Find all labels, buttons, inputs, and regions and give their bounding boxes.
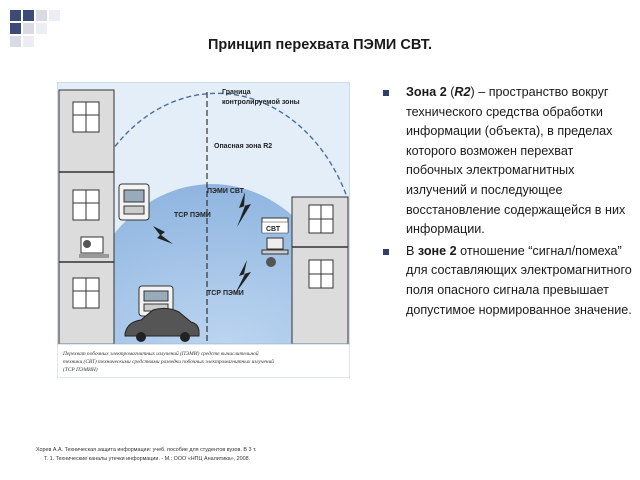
interception-diagram: Граница контролируемой зоны Опасная зона… xyxy=(57,82,350,378)
bullet-square-icon xyxy=(383,90,389,96)
label-pemi-svt: ПЭМИ СВТ xyxy=(207,188,245,195)
term-r2: R2 xyxy=(454,85,471,99)
tsr-device-lower xyxy=(138,285,174,317)
caption-line: техники (СВТ) техническими средствами ра… xyxy=(63,358,274,365)
bullet-signal-noise: В зоне 2 отношение “сигнал/помеха” для с… xyxy=(383,242,633,320)
signal-noise-text: отношение “сигнал/помеха” для составляющ… xyxy=(406,243,632,317)
citation-line-2: Т. 1. Технические каналы утечки информац… xyxy=(44,456,251,462)
term-zone2: Зона 2 xyxy=(406,85,447,99)
text-fragment: В xyxy=(406,243,418,258)
label-tsr-top: ТСР ПЭМИ xyxy=(174,212,211,219)
term-zone2: зоне 2 xyxy=(417,243,457,258)
label-tsr-bottom: ТСР ПЭМИ xyxy=(207,290,244,297)
workstation-upper xyxy=(118,183,150,221)
workstation-lower xyxy=(79,236,109,258)
label-boundary-1: Граница xyxy=(222,89,251,96)
label-svt: СВТ xyxy=(266,226,281,233)
bullet-list: Зона 2 (R2) – пространство вокруг технич… xyxy=(383,83,633,322)
label-boundary-2: контролируемой зоны xyxy=(222,98,300,106)
emission-arrow-upper xyxy=(237,192,251,227)
label-danger-zone: Опасная зона R2 xyxy=(214,143,272,150)
corner-decoration xyxy=(10,10,60,47)
caption-line: (ТСР ПЭМИН) xyxy=(63,366,98,373)
text-fragment: ( xyxy=(446,85,455,99)
car-icon xyxy=(124,307,200,342)
bullet-zone2-definition: Зона 2 (R2) – пространство вокруг технич… xyxy=(383,83,633,240)
citation-line-1: Хорев А.А. Техническая защита информации… xyxy=(36,447,257,453)
definition-text: ) – пространство вокруг технического сре… xyxy=(406,85,626,237)
caption-line: Перехват побочных электромагнитных излуч… xyxy=(62,350,259,357)
right-building xyxy=(291,196,349,345)
bullet-square-icon xyxy=(383,248,389,255)
page-title: Принцип перехвата ПЭМИ СВТ. xyxy=(207,37,433,53)
left-building xyxy=(58,89,115,345)
emission-arrow-left xyxy=(153,226,173,244)
caption-area xyxy=(57,343,350,378)
citation: Хорев А.А. Техническая защита информации… xyxy=(36,446,336,464)
